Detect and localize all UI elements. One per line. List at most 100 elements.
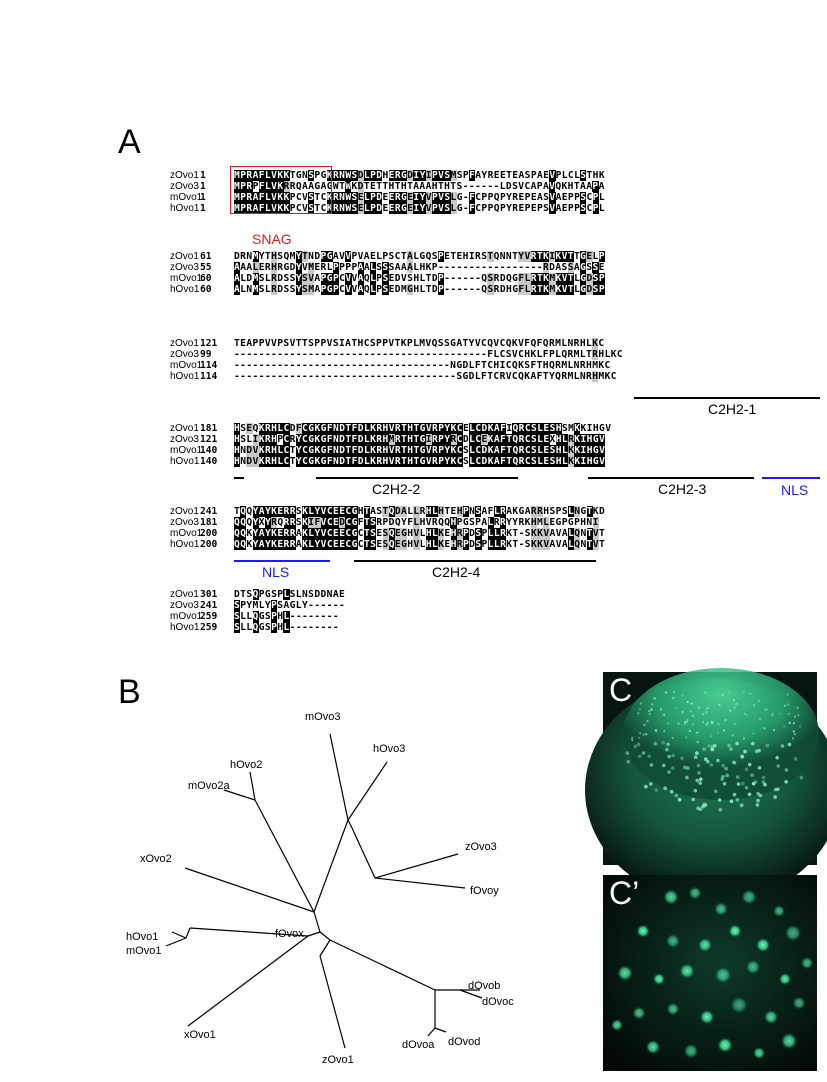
nucleus-dot [670,766,675,770]
nucleus-dot [741,781,745,786]
nucleus-dot [697,771,701,775]
tree-leaf-label: hOvo1 [126,931,158,943]
residue-number: 181 [200,517,218,528]
embryo-fluorescence-render [585,668,827,902]
nucleus-dot [647,710,650,713]
nucleus-dot [706,721,709,724]
nucleus-dot [740,803,744,807]
nucleus-dot [792,737,795,740]
nucleus-dot [729,709,732,712]
nucleus-dot [784,768,789,772]
nucleus-dot [654,729,657,732]
nucleus-dot [697,706,700,709]
tree-leaf-label: dOvod [448,1036,480,1048]
nucleus-dot [732,699,735,702]
nucleus-dot [757,766,762,770]
nucleus-dot [667,770,671,774]
nucleus-dot [714,789,718,794]
nucleus-dot [792,730,795,733]
nucleus-dot [731,734,734,737]
nucleus-dot [693,755,698,759]
nucleus-blob [780,1032,798,1050]
nucleus-dot [683,723,687,726]
nucleus-dot [663,713,666,716]
snag-label: SNAG [252,231,292,247]
sequence-text: HSEQKRHLCDFCGKGFNDTFDLKRHVRTHTGVRPYKCELC… [234,423,612,434]
nucleus-dot [691,797,695,802]
nucleus-dot [775,755,779,760]
nucleus-dot [631,736,634,739]
sequence-text: ----------------------------------------… [234,349,624,360]
nucleus-dot [710,722,713,725]
nucleus-dot [743,712,746,715]
tree-leaf-label: dOvoa [402,1039,435,1051]
nucleus-dot [662,763,666,768]
nucleus-dot [732,761,737,765]
tree-leaf-label: hOvo3 [373,743,405,755]
sequence-text: QQKYAYKERRAKLYVCEECGCTSESQEGHVLHLKEHRPDS… [234,539,606,550]
nucleus-dot [686,766,690,770]
nucleus-dot [735,775,740,779]
residue-number: 55 [200,262,212,273]
tree-leaf-label: fOvoy [470,885,499,897]
nucleus-dot [793,715,797,718]
sequence-text: SLLQGSPHL-------- [234,611,340,622]
nucleus-dot [780,744,785,748]
c2h2-2-label: C2H2-2 [372,481,421,497]
nucleus-dot [784,780,788,784]
sequence-text: -----------------------------------NGDLF… [234,360,611,371]
nucleus-dot [641,751,646,755]
nucleus-dot [677,797,682,802]
residue-number: 259 [200,622,218,633]
species-label: hOvo1 [170,371,200,382]
nucleus-blob [616,964,634,982]
nucleus-dot [721,694,724,697]
nls-1-underline [762,477,820,479]
nucleus-dot [695,751,699,755]
nucleus-dot [639,732,642,735]
nucleus-dot [758,718,761,721]
nucleus-dot [671,736,674,739]
nucleus-dot [702,802,706,807]
species-label: mOvo1 [170,360,203,371]
nucleus-dot [787,703,790,706]
nucleus-blob [784,924,802,942]
nucleus-dot [707,744,711,748]
nucleus-dot [644,784,648,789]
nucleus-dot [664,691,668,694]
sequence-text: ALNMSLRDSSYSMAPGPCVVAQLPSEDMGHLTDP------… [234,284,606,295]
tree-branches [165,733,483,1049]
nucleus-dot [745,713,748,717]
c2h2-1-label: C2H2-1 [708,401,757,417]
nucleus-dot [674,707,677,710]
nucleus-dot [699,777,703,781]
nucleus-dot [654,788,658,792]
nucleus-dot [638,736,641,739]
sequence-text: QQQYXYRQRRSKIFVCEDCGFTSRPDQYFLHVRQQHPGSP… [234,517,599,528]
nucleus-dot [667,722,670,725]
residue-number: 60 [200,273,212,284]
nucleus-dot [704,757,708,761]
sequence-text: MPRAFLVKKPCVSTCKRNWSELPDEERGEIYVPVSLG-FC… [234,192,606,203]
nucleus-blob [728,924,742,938]
nucleus-blob [665,933,681,949]
nucleus-dot [751,781,756,786]
nucleus-dot [686,718,689,722]
nucleus-dot [787,712,790,715]
nucleus-dot [753,780,758,784]
tree-leaf-label: dOvoc [482,996,514,1008]
nucleus-dot [773,728,776,732]
c2h2-3-label: C2H2-3 [658,481,707,497]
nucleus-dot [724,766,728,771]
tree-leaf-label: mOvo1 [126,945,161,957]
nucleus-dot [686,700,689,704]
nucleus-dot [783,725,786,728]
nucleus-dot [722,782,727,786]
sequence-text: SPYMLYPSAGLY------ [234,600,346,611]
nucleus-dot [681,694,684,697]
nucleus-dot [718,808,722,812]
species-label: hOvo1 [170,539,200,550]
nucleus-dot [663,730,666,733]
nucleus-dot [666,742,670,747]
species-label: zOvo3 [170,517,199,528]
